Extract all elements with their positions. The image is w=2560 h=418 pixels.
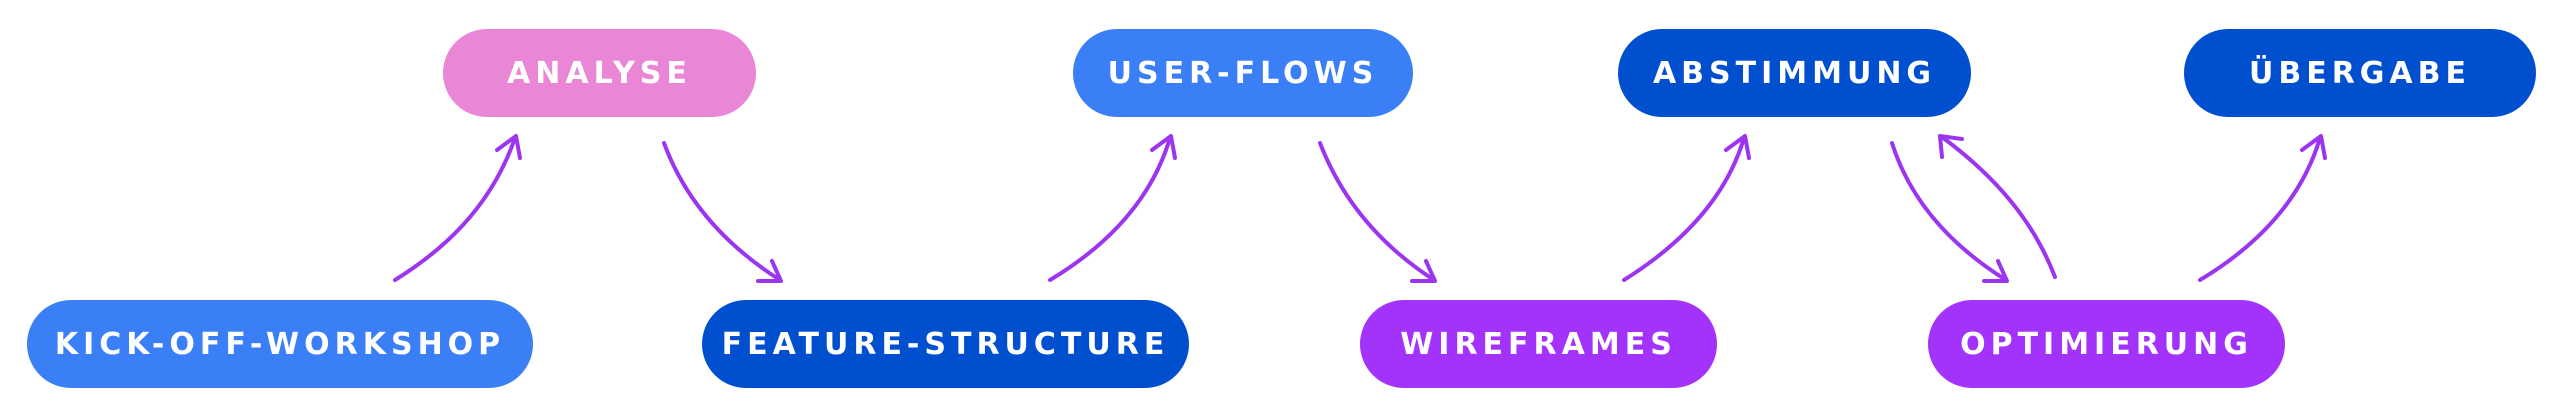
arrow-kickoff-to-analyse <box>393 134 522 282</box>
node-uebergabe: ÜBERGABE <box>2184 29 2536 117</box>
node-optimierung: OPTIMIERUNG <box>1928 300 2285 388</box>
node-feature-structure: FEATURE-STRUCTURE <box>702 300 1189 388</box>
arrow-analyse-to-feature <box>662 141 783 283</box>
node-user-flows: USER-FLOWS <box>1073 29 1413 117</box>
arrow-optimierung-to-abstimmung <box>1938 134 2057 279</box>
node-analyse: ANALYSE <box>443 29 756 117</box>
arrow-wireframes-to-abstimmung <box>1622 134 1751 282</box>
arrow-userflows-to-wireframes <box>1318 141 1437 283</box>
node-abstimmung: ABSTIMMUNG <box>1618 29 1971 117</box>
node-kick-off-workshop: KICK-OFF-WORKSHOP <box>27 300 533 388</box>
arrow-abstimmung-to-optimierung <box>1890 141 2009 283</box>
arrow-optimierung-to-uebergabe <box>2198 134 2327 282</box>
node-wireframes: WIREFRAMES <box>1360 300 1717 388</box>
arrow-feature-to-userflows <box>1048 134 1177 282</box>
